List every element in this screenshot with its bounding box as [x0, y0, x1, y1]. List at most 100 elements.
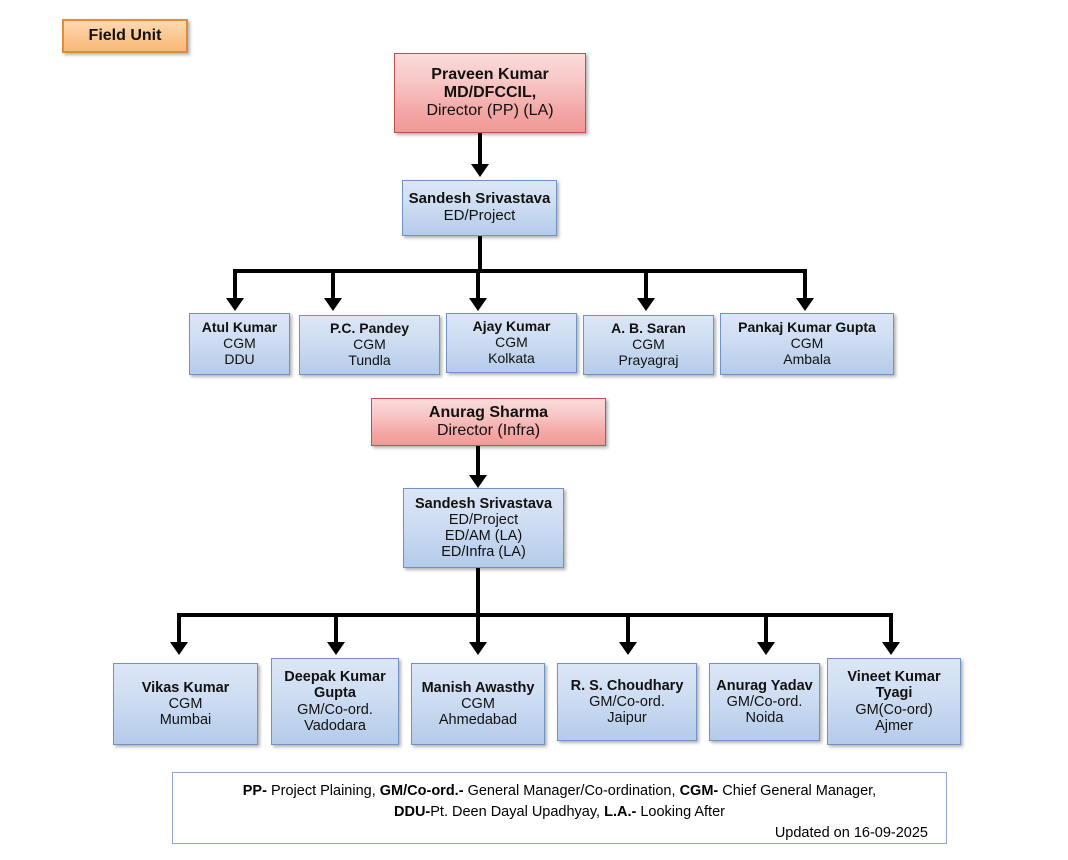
connector-drop-infra-5	[764, 613, 768, 644]
node-ed-multirole: Sandesh Srivastava ED/Project ED/AM (LA)…	[403, 488, 564, 568]
connector-drop-cgm-2	[331, 269, 335, 300]
arrow-infra-3	[469, 642, 487, 655]
node-md-designation: MD/DFCCIL,	[443, 84, 537, 102]
legend-abbr-pp: PP-	[242, 783, 267, 799]
connector-drop-infra-1	[177, 613, 181, 644]
node-infra-ahmedabad-role: CGM	[461, 695, 495, 712]
legend-text-pp: Project Plaining,	[266, 783, 380, 799]
node-infra-noida-role: GM/Co-ord.	[726, 693, 803, 710]
node-ed-multirole-name: Sandesh Srivastava	[414, 495, 553, 512]
legend-line-1: PP- Project Plaining, GM/Co-ord.- Genera…	[187, 781, 932, 802]
node-infra-vadodara-name-1: Deepak Kumar	[284, 669, 386, 686]
node-infra-ajmer: Vineet Kumar Tyagi GM(Co-ord) Ajmer	[827, 658, 961, 745]
node-cgm-tundla: P.C. Pandey CGM Tundla	[299, 315, 440, 375]
connector-ed-multi-down-stub	[476, 568, 480, 613]
node-infra-ajmer-name-2: Tyagi	[875, 685, 913, 702]
node-infra-ajmer-place: Ajmer	[875, 717, 913, 734]
node-md-subdesignation: Director (PP) (LA)	[426, 101, 554, 119]
field-unit-badge: Field Unit	[62, 19, 188, 53]
legend-text-cgm: Chief General Manager,	[718, 783, 877, 799]
arrow-cgm-4	[637, 298, 655, 311]
connector-drop-cgm-1	[233, 269, 237, 300]
node-infra-vadodara-name-2: Gupta	[314, 685, 356, 702]
arrow-cgm-5	[796, 298, 814, 311]
arrow-infra-1	[170, 642, 188, 655]
node-cgm-ambala: Pankaj Kumar Gupta CGM Ambala	[720, 313, 894, 375]
node-infra-mumbai-name: Vikas Kumar	[141, 679, 230, 696]
node-cgm-ddu: Atul Kumar CGM DDU	[189, 313, 290, 375]
node-cgm-prayagraj-place: Prayagraj	[618, 351, 679, 368]
legend-text-ddu: Pt. Deen Dayal Upadhyay,	[430, 803, 605, 820]
node-infra-vadodara: Deepak Kumar Gupta GM/Co-ord. Vadodara	[271, 658, 399, 745]
node-director-infra-name: Anurag Sharma	[428, 404, 549, 422]
node-infra-ahmedabad: Manish Awasthy CGM Ahmedabad	[411, 663, 545, 745]
arrow-md-to-ed	[471, 164, 489, 177]
node-cgm-kolkata-place: Kolkata	[488, 349, 535, 366]
legend-text-la: Looking After	[636, 803, 725, 820]
connector-infra-bus	[177, 613, 893, 617]
node-ed-project-name: Sandesh Srivastava	[408, 190, 551, 208]
node-infra-noida-name: Anurag Yadav	[716, 677, 813, 694]
arrow-infra-6	[882, 642, 900, 655]
node-cgm-prayagraj-role: CGM	[632, 336, 665, 353]
node-infra-vadodara-place: Vadodara	[304, 717, 366, 734]
node-cgm-tundla-place: Tundla	[348, 351, 391, 368]
node-cgm-ddu-place: DDU	[224, 350, 255, 367]
node-ed-project: Sandesh Srivastava ED/Project	[402, 180, 557, 236]
node-director-infra-designation: Director (Infra)	[436, 422, 541, 439]
node-infra-ajmer-name-1: Vineet Kumar	[847, 669, 941, 686]
node-cgm-ddu-name: Atul Kumar	[201, 319, 278, 336]
legend-text-gm: General Manager/Co-ordination,	[463, 783, 680, 799]
node-infra-jaipur: R. S. Choudhary GM/Co-ord. Jaipur	[557, 663, 697, 741]
node-infra-vadodara-role: GM/Co-ord.	[297, 701, 373, 718]
legend-abbr-gm: GM/Co-ord.-	[379, 783, 464, 799]
node-ed-multirole-role-2: ED/AM (LA)	[444, 528, 523, 544]
field-unit-label: Field Unit	[88, 27, 162, 45]
legend-updated-date: Updated on 16-09-2025	[774, 825, 928, 842]
connector-drop-cgm-5	[803, 269, 807, 300]
connector-drop-infra-2	[334, 613, 338, 644]
node-infra-ajmer-role: GM(Co-ord)	[855, 701, 933, 718]
arrow-infra-4	[619, 642, 637, 655]
node-infra-mumbai-role: CGM	[168, 695, 203, 712]
node-infra-noida: Anurag Yadav GM/Co-ord. Noida	[709, 663, 820, 741]
legend-abbr-ddu: DDU-	[394, 803, 431, 820]
node-director-infra: Anurag Sharma Director (Infra)	[371, 398, 606, 446]
node-infra-ahmedabad-place: Ahmedabad	[438, 712, 518, 729]
node-cgm-ddu-role: CGM	[223, 335, 256, 352]
legend-line-2: DDU-Pt. Deen Dayal Upadhyay, L.A.- Looki…	[187, 802, 932, 823]
arrow-infra-5	[757, 642, 775, 655]
node-cgm-prayagraj: A. B. Saran CGM Prayagraj	[583, 315, 714, 375]
connector-drop-cgm-4	[644, 269, 648, 300]
node-cgm-ambala-role: CGM	[790, 335, 824, 352]
legend-box: PP- Project Plaining, GM/Co-ord.- Genera…	[172, 772, 947, 844]
connector-md-to-ed	[478, 133, 482, 166]
node-infra-mumbai: Vikas Kumar CGM Mumbai	[113, 663, 258, 745]
node-ed-multirole-role-3: ED/Infra (LA)	[441, 544, 526, 561]
node-infra-jaipur-place: Jaipur	[607, 710, 647, 727]
arrow-infra-to-ed	[469, 475, 487, 488]
node-cgm-tundla-role: CGM	[353, 336, 386, 353]
node-infra-mumbai-place: Mumbai	[159, 712, 212, 729]
arrow-cgm-1	[226, 298, 244, 311]
arrow-cgm-3	[469, 298, 487, 311]
node-infra-noida-place: Noida	[745, 710, 784, 727]
arrow-cgm-2	[324, 298, 342, 311]
connector-drop-infra-4	[626, 613, 630, 644]
legend-abbr-cgm: CGM-	[679, 783, 719, 799]
node-ed-project-designation: ED/Project	[443, 207, 516, 224]
node-cgm-kolkata-name: Ajay Kumar	[472, 318, 551, 335]
node-cgm-prayagraj-name: A. B. Saran	[611, 320, 686, 337]
connector-drop-cgm-3	[476, 269, 480, 300]
node-infra-jaipur-role: GM/Co-ord.	[589, 693, 665, 710]
node-infra-ahmedabad-name: Manish Awasthy	[421, 679, 535, 696]
legend-abbr-la: L.A.-	[604, 803, 637, 820]
node-cgm-tundla-name: P.C. Pandey	[329, 320, 410, 337]
node-infra-jaipur-name: R. S. Choudhary	[570, 677, 684, 694]
node-cgm-kolkata-role: CGM	[495, 334, 528, 351]
node-md-name: Praveen Kumar	[431, 66, 549, 84]
node-cgm-ambala-name: Pankaj Kumar Gupta	[738, 319, 876, 336]
connector-cgm-bus	[233, 269, 807, 273]
node-ed-multirole-role-1: ED/Project	[448, 511, 519, 528]
